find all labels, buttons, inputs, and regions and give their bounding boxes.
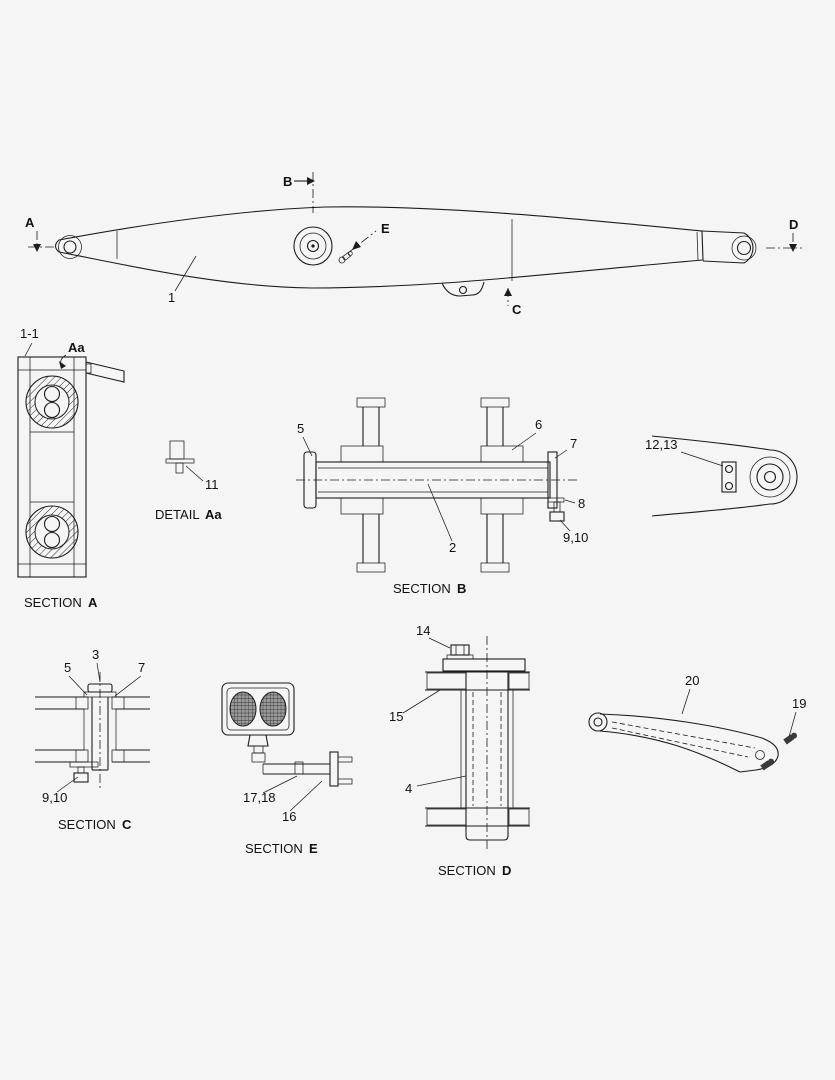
callout-17-18: 17,18 — [243, 790, 276, 805]
callout-8: 8 — [578, 496, 585, 511]
section-e-title: SECTION E — [245, 841, 318, 856]
grease-fitting-lower — [760, 758, 775, 771]
section-b-title-word: SECTION — [393, 581, 451, 596]
marker-b-label: B — [283, 174, 292, 189]
shim-part-11 — [169, 440, 185, 460]
section-d-view: 14 15 4 SECTION D — [389, 623, 530, 878]
boom-bottom-lug — [441, 281, 485, 297]
section-a-title: SECTION A — [24, 595, 98, 610]
bracket-bolt — [294, 761, 304, 775]
section-e-view: 17,18 16 SECTION E — [221, 682, 353, 856]
section-a-title-letter: A — [88, 595, 98, 610]
boom-main-view: A B C D E — [25, 172, 802, 317]
callout-c-7: 7 — [138, 660, 145, 675]
section-marker-b: B — [283, 172, 315, 213]
section-a-view: 1-1 Aa SECTION A — [17, 326, 125, 610]
detail-aa-title: DETAIL Aa — [155, 507, 222, 522]
section-c-title: SECTION C — [58, 817, 132, 832]
callout-19: 19 — [792, 696, 806, 711]
boom-right-clevis — [701, 230, 754, 264]
detail-aa-view: 11 DETAIL Aa — [155, 440, 222, 522]
callout-1: 1 — [168, 290, 175, 305]
boom-left-boss — [58, 235, 82, 259]
callout-c-3: 3 — [92, 647, 99, 662]
arm-detail-view: 20 19 — [588, 673, 806, 773]
marker-e-label: E — [381, 221, 390, 236]
bearing-bottom — [25, 505, 79, 559]
section-a-title-word: SECTION — [24, 595, 82, 610]
callout-15: 15 — [389, 709, 403, 724]
callout-c-5: 5 — [64, 660, 71, 675]
callout-11: 11 — [205, 477, 219, 492]
section-b-title-letter: B — [457, 581, 466, 596]
callout-16: 16 — [282, 809, 296, 824]
section-c-view: 5 3 7 9,10 SECTION C — [35, 647, 150, 832]
shim-11-location — [85, 363, 92, 374]
callout-c-9-10: 9,10 — [42, 790, 67, 805]
section-c-title-letter: C — [122, 817, 132, 832]
callout-2: 2 — [449, 540, 456, 555]
grease-fitting-icon — [338, 251, 353, 264]
pin-keeper-plate — [721, 461, 737, 493]
callout-aa: Aa — [68, 340, 85, 355]
callout-12-13: 12,13 — [645, 437, 678, 452]
section-d-title-word: SECTION — [438, 863, 496, 878]
section-e-title-word: SECTION — [245, 841, 303, 856]
boom-center-hub — [293, 226, 333, 266]
section-c-title-word: SECTION — [58, 817, 116, 832]
callout-7: 7 — [570, 436, 577, 451]
marker-a-label: A — [25, 215, 35, 230]
detail-aa-title-letter: Aa — [205, 507, 222, 522]
work-light-lens-left — [229, 691, 257, 727]
work-light-lens-right — [259, 691, 287, 727]
callout-4: 4 — [405, 781, 412, 796]
section-d-title-letter: D — [502, 863, 511, 878]
callout-9-10: 9,10 — [563, 530, 588, 545]
bolt-part-14 — [450, 644, 470, 656]
bearing-top — [25, 375, 79, 429]
retainer-plate-15 — [442, 658, 526, 672]
callout-6: 6 — [535, 417, 542, 432]
pin-part-4 — [465, 671, 509, 841]
section-b-title: SECTION B — [393, 581, 466, 596]
callout-20: 20 — [685, 673, 699, 688]
section-marker-a: A — [25, 215, 56, 252]
callout-1-1: 1-1 — [20, 326, 39, 341]
callout-14: 14 — [416, 623, 430, 638]
detail-aa-title-word: DETAIL — [155, 507, 200, 522]
grease-fitting-upper — [783, 732, 798, 745]
callout-5: 5 — [297, 421, 304, 436]
section-e-title-letter: E — [309, 841, 318, 856]
marker-c-label: C — [512, 302, 522, 317]
section-d-title: SECTION D — [438, 863, 511, 878]
marker-d-label: D — [789, 217, 798, 232]
section-marker-d: D — [766, 217, 802, 252]
section-marker-c: C — [504, 288, 522, 317]
section-b-view: 5 6 7 8 9,10 2 SECTION B — [296, 397, 588, 596]
pin-detail-view: 12,13 — [645, 435, 798, 517]
view-marker-e: E — [347, 221, 390, 254]
